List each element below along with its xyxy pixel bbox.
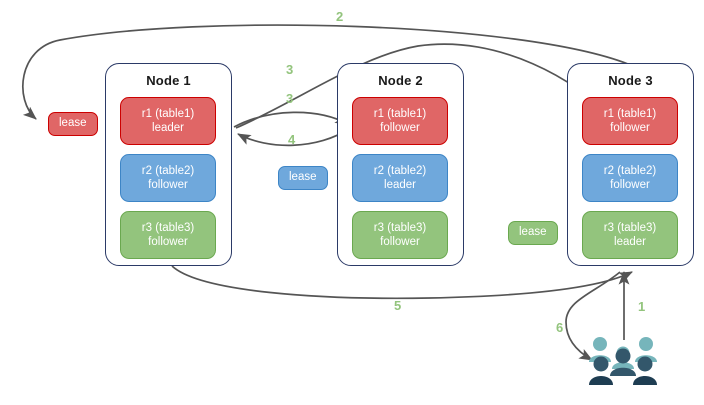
replica-r1[interactable]: r1 (table1) leader	[120, 97, 216, 145]
node-card-3[interactable]: Node 3 r1 (table1) follower r2 (table2) …	[567, 63, 694, 266]
lease-label: lease	[289, 171, 317, 183]
step-label-3-long: 3	[286, 62, 294, 77]
replica-role: leader	[614, 236, 646, 248]
step-label-5: 5	[394, 298, 402, 313]
replica-r3[interactable]: r3 (table3) follower	[352, 211, 448, 259]
replica-role: follower	[148, 179, 188, 191]
lease-chip-green[interactable]: lease	[508, 221, 558, 245]
lease-label: lease	[519, 226, 547, 238]
replica-role: follower	[380, 122, 420, 134]
replica-r3[interactable]: r3 (table3) leader	[582, 211, 678, 259]
replica-name: r2 (table2)	[603, 165, 657, 177]
step-label-6: 6	[556, 320, 564, 335]
replica-role: follower	[610, 179, 650, 191]
arrow-step-3-short	[233, 111, 349, 128]
replica-name: r1 (table1)	[373, 108, 427, 120]
replica-r1[interactable]: r1 (table1) follower	[352, 97, 448, 145]
step-label-3-short: 3	[286, 91, 294, 106]
replica-name: r3 (table3)	[603, 222, 657, 234]
replica-r1[interactable]: r1 (table1) follower	[582, 97, 678, 145]
users-icon	[589, 337, 657, 385]
replica-r2[interactable]: r2 (table2) follower	[582, 154, 678, 202]
step-label-4: 4	[288, 132, 296, 147]
replica-r3[interactable]: r3 (table3) follower	[120, 211, 216, 259]
replica-r2[interactable]: r2 (table2) follower	[120, 154, 216, 202]
step-label-1: 1	[638, 299, 646, 314]
lease-chip-blue[interactable]: lease	[278, 166, 328, 190]
node-card-2[interactable]: Node 2 r1 (table1) follower r2 (table2) …	[337, 63, 464, 266]
replica-role: leader	[152, 122, 184, 134]
replica-name: r2 (table2)	[141, 165, 195, 177]
replica-name: r3 (table3)	[141, 222, 195, 234]
replica-name: r3 (table3)	[373, 222, 427, 234]
replica-r2[interactable]: r2 (table2) leader	[352, 154, 448, 202]
node-title: Node 2	[378, 73, 423, 88]
replica-role: leader	[384, 179, 416, 191]
lease-label: lease	[59, 117, 87, 129]
replica-role: follower	[148, 236, 188, 248]
replica-role: follower	[380, 236, 420, 248]
replica-role: follower	[610, 122, 650, 134]
replica-name: r1 (table1)	[141, 108, 195, 120]
node-title: Node 1	[146, 73, 191, 88]
replica-name: r2 (table2)	[373, 165, 427, 177]
arrow-step-5	[171, 265, 633, 300]
node-card-1[interactable]: Node 1 r1 (table1) leader r2 (table2) fo…	[105, 63, 232, 266]
step-label-2: 2	[336, 9, 344, 24]
lease-chip-red[interactable]: lease	[48, 112, 98, 136]
node-title: Node 3	[608, 73, 653, 88]
replica-name: r1 (table1)	[603, 108, 657, 120]
